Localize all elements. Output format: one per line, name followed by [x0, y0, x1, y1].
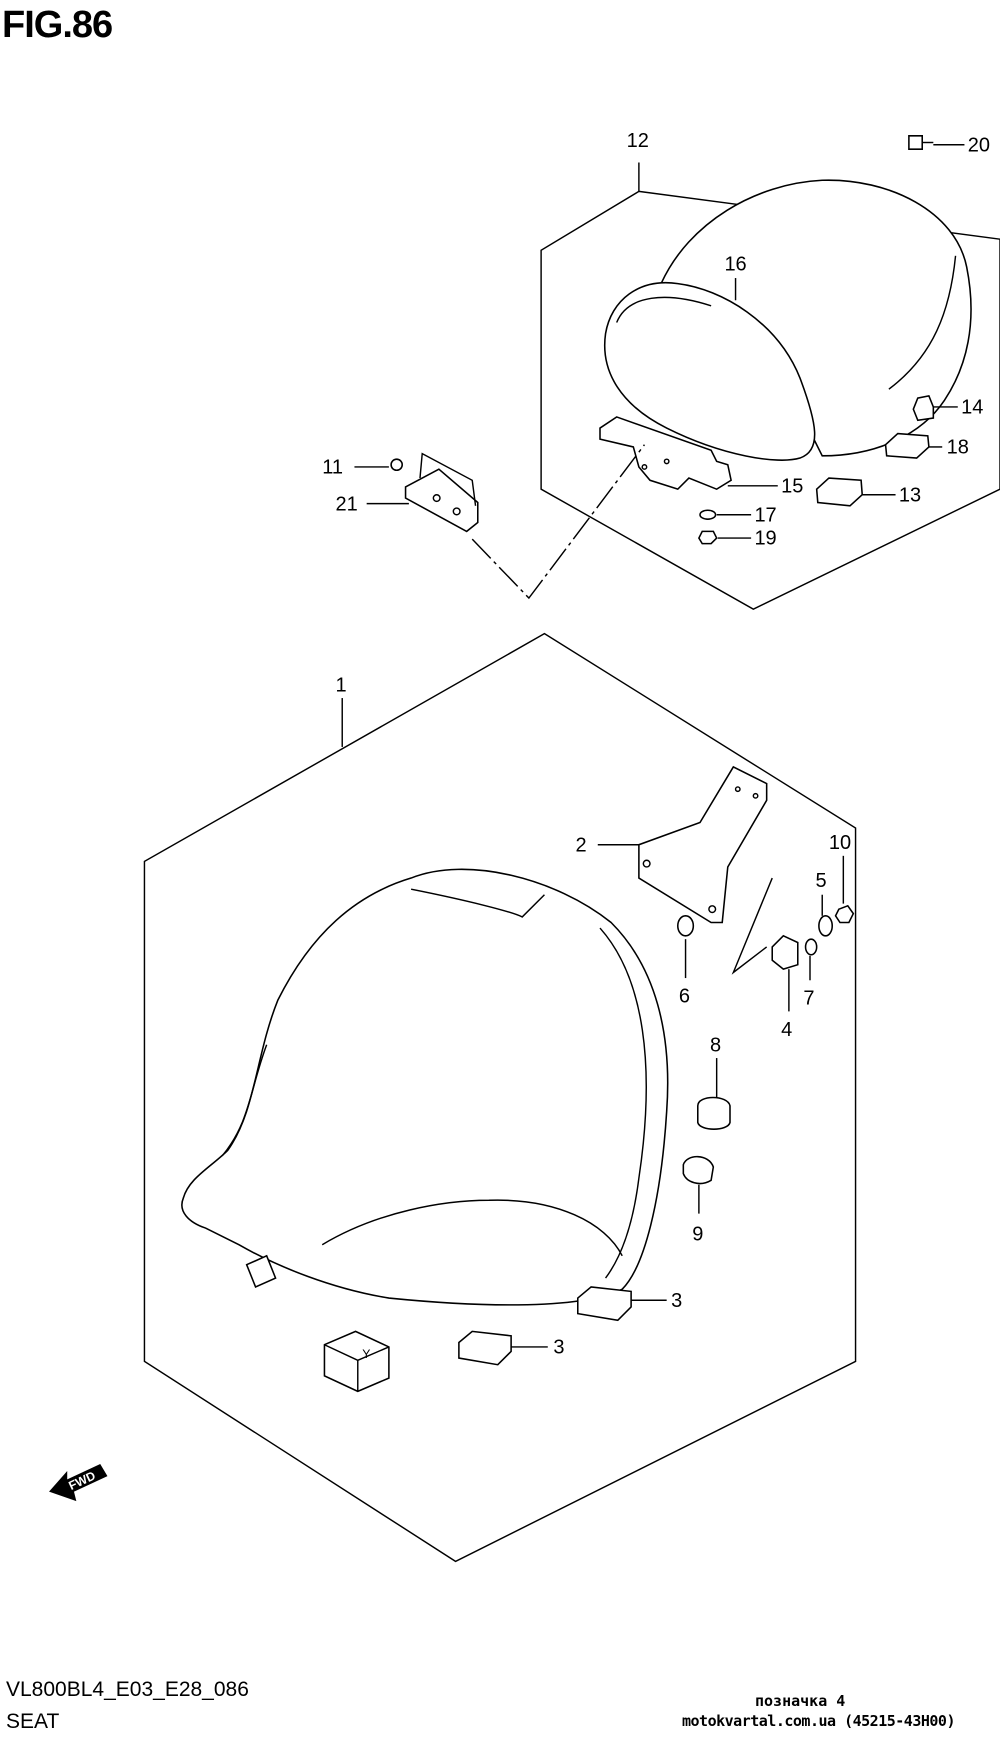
- callout-7[interactable]: 7: [803, 988, 814, 1010]
- callout-15[interactable]: 15: [781, 476, 803, 498]
- callout-2[interactable]: 2: [576, 834, 587, 856]
- label-box: Y: [323, 1330, 390, 1393]
- callout-18[interactable]: 18: [947, 437, 969, 459]
- callout-11[interactable]: 11: [322, 457, 343, 479]
- bolt-11[interactable]: [390, 458, 403, 472]
- clip-4[interactable]: [771, 934, 799, 971]
- callout-20[interactable]: 20: [968, 134, 990, 156]
- forward-direction-arrow: FWD: [49, 1464, 108, 1502]
- section-name: SEAT: [6, 1710, 60, 1733]
- rear-seat-bracket[interactable]: [599, 416, 732, 491]
- callout-21[interactable]: 21: [336, 493, 358, 515]
- screw-20[interactable]: [908, 135, 934, 150]
- callout-8[interactable]: 8: [710, 1034, 721, 1056]
- callout-4[interactable]: 4: [781, 1019, 792, 1041]
- cushion-9[interactable]: [682, 1155, 715, 1185]
- front-seat-bracket[interactable]: [638, 765, 768, 924]
- rear-seat-group-outline: [540, 190, 1000, 610]
- callout-19[interactable]: 19: [754, 528, 776, 550]
- cushion-8[interactable]: [697, 1096, 731, 1130]
- callout-3-a[interactable]: 3: [671, 1290, 682, 1312]
- callout-3-b[interactable]: 3: [553, 1337, 564, 1359]
- watermark-note: позначка 4: [755, 1692, 846, 1710]
- callout-14[interactable]: 14: [961, 397, 983, 419]
- callout-16[interactable]: 16: [724, 253, 746, 275]
- callout-6[interactable]: 6: [679, 986, 690, 1008]
- callout-1[interactable]: 1: [336, 674, 347, 696]
- callout-9[interactable]: 9: [692, 1223, 703, 1245]
- washer-17[interactable]: [699, 509, 717, 520]
- callout-13[interactable]: 13: [899, 484, 921, 506]
- callout-10[interactable]: 10: [829, 832, 851, 854]
- front-seat-group-outline: [143, 632, 857, 1563]
- collar-7[interactable]: [804, 938, 818, 956]
- seat-strap-bracket[interactable]: [404, 452, 479, 533]
- washer-5[interactable]: [818, 915, 833, 937]
- cushion-3-b[interactable]: [458, 1330, 512, 1366]
- nut-19[interactable]: [698, 530, 718, 545]
- callout-5[interactable]: 5: [816, 870, 827, 892]
- front-seat[interactable]: [181, 868, 669, 1306]
- callout-12[interactable]: 12: [627, 130, 649, 152]
- rear-seat[interactable]: [603, 179, 972, 461]
- figure-title: FIG.86: [2, 4, 113, 46]
- watermark-source: motokvartal.com.ua (45215-43H00): [682, 1712, 955, 1730]
- svg-text:Y: Y: [362, 1347, 370, 1361]
- cushion-13[interactable]: [815, 477, 864, 507]
- cushion-3-a[interactable]: [577, 1286, 632, 1322]
- nut-10[interactable]: [834, 904, 855, 924]
- callout-17[interactable]: 17: [754, 504, 776, 526]
- washer-6[interactable]: [677, 915, 695, 937]
- model-code: VL800BL4_E03_E28_086: [6, 1678, 249, 1701]
- svg-text:FWD: FWD: [66, 1468, 97, 1493]
